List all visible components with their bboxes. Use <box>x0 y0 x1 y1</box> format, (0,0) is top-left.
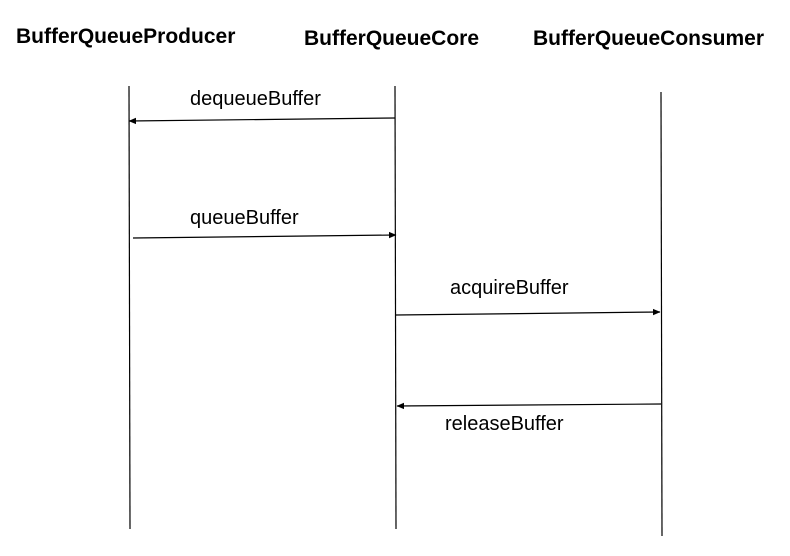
message-arrow-acquire <box>395 308 661 316</box>
lifeline-consumer <box>660 91 663 537</box>
message-label-release: releaseBuffer <box>445 413 564 435</box>
message-label-queue: queueBuffer <box>190 207 299 229</box>
message-arrow-queue <box>132 231 397 239</box>
message-label-acquire: acquireBuffer <box>450 277 569 299</box>
message-label-dequeue: dequeueBuffer <box>190 88 321 110</box>
participant-consumer-label: BufferQueueConsumer <box>533 27 765 50</box>
message-arrow-dequeue <box>128 117 396 125</box>
lifeline-core <box>394 85 397 530</box>
participant-producer-label: BufferQueueProducer <box>16 25 236 48</box>
participant-core-label: BufferQueueCore <box>304 27 480 50</box>
lifeline-producer <box>128 85 131 530</box>
message-arrow-release <box>396 402 662 410</box>
